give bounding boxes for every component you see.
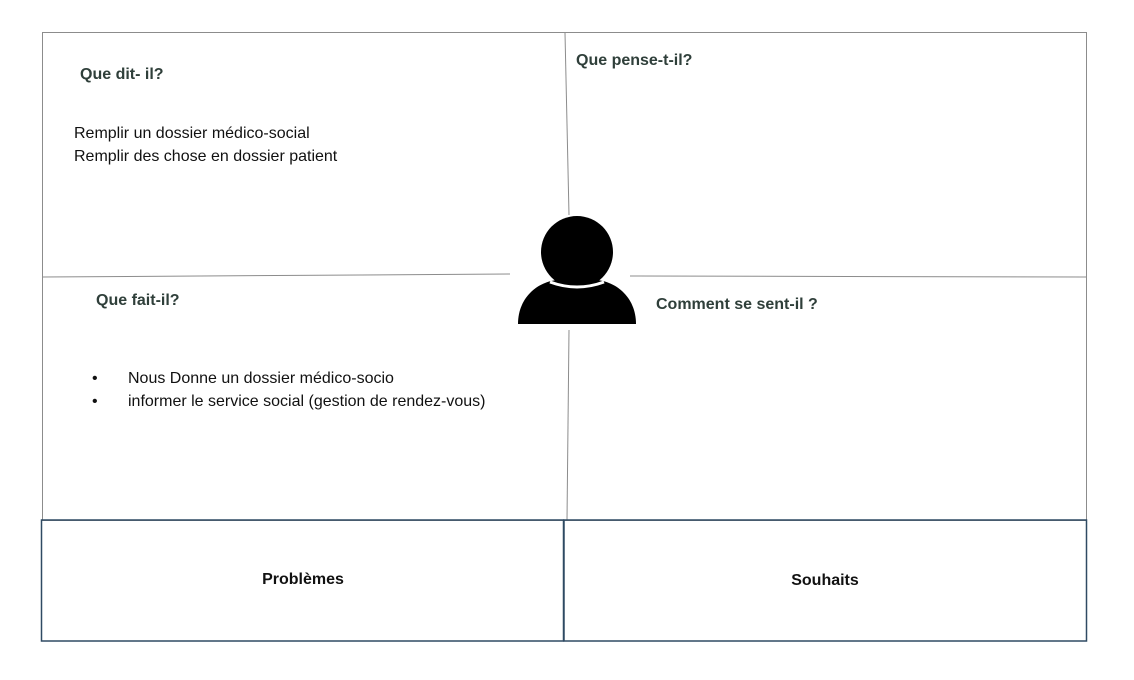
does-heading: Que fait-il? <box>96 292 180 309</box>
says-content: Remplir un dossier médico-social Remplir… <box>74 122 337 168</box>
vertical-divider-bottom <box>566 329 570 521</box>
person-icon <box>518 216 636 324</box>
wishes-label: Souhaits <box>791 572 859 589</box>
horizontal-divider-right <box>629 275 1087 278</box>
problems-label: Problèmes <box>262 571 344 588</box>
horizontal-divider-left <box>41 273 511 278</box>
does-list: Nous Donne un dossier médico-socio infor… <box>92 367 512 413</box>
says-line: Remplir un dossier médico-social <box>74 125 310 142</box>
feels-heading: Comment se sent-il ? <box>656 296 818 313</box>
wishes-box <box>563 519 1088 642</box>
says-line: Remplir des chose en dossier patient <box>74 148 338 165</box>
does-list-item: informer le service social (gestion de r… <box>92 390 496 413</box>
thinks-heading: Que pense-t-il? <box>576 52 693 69</box>
vertical-divider-top <box>564 32 570 216</box>
says-heading: Que dit- il? <box>80 66 164 83</box>
does-list-item: Nous Donne un dossier médico-socio <box>92 367 512 390</box>
